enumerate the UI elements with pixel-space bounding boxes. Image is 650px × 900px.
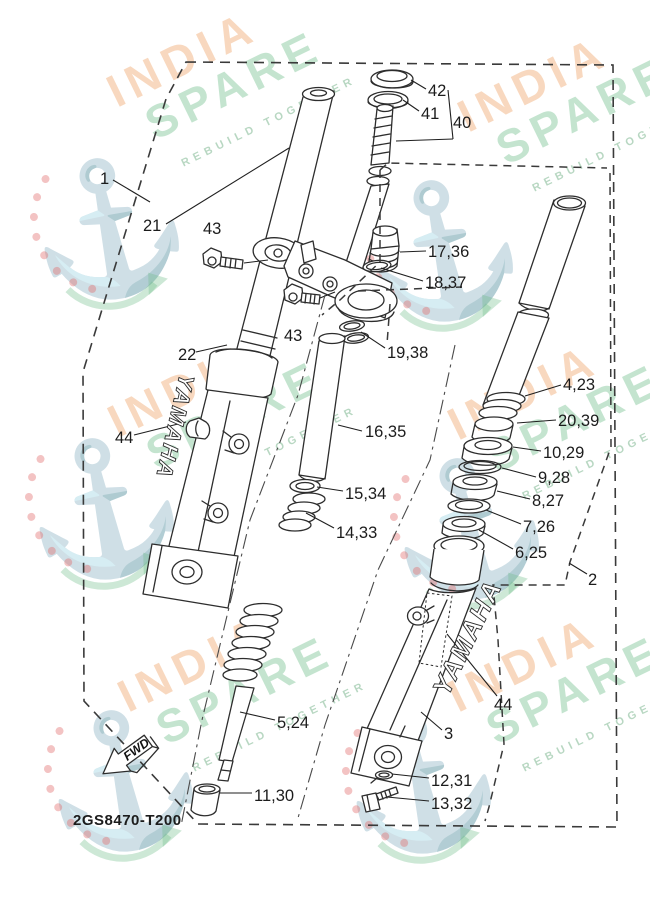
part-label: 2: [588, 571, 597, 589]
leader-line: [380, 267, 424, 282]
leader-line: [524, 384, 562, 397]
leader-line: [239, 711, 276, 721]
oil-seal: [461, 436, 513, 466]
washer-41: [367, 90, 409, 110]
drain-washer: [370, 770, 394, 784]
anchor-icon: ⚓: [14, 140, 203, 317]
part-label: 4,23: [563, 376, 595, 394]
leader-line: [195, 344, 228, 353]
part-label: 21: [143, 217, 161, 235]
leader-line: [316, 486, 344, 492]
diagram-code: 2GS8470-T200: [73, 812, 182, 829]
outer-boundary: [82, 61, 618, 828]
part-label: 9,28: [538, 469, 570, 487]
leader-line: [112, 179, 151, 203]
part-label: 5,24: [277, 714, 309, 732]
part-label: 43: [203, 220, 221, 238]
pinch-bolt-lower: [283, 283, 336, 305]
part-label: 3: [444, 725, 453, 743]
leader-line: [516, 419, 557, 424]
svg-text:⚓: ⚓: [14, 140, 203, 317]
part-label: 41: [421, 105, 439, 123]
part-label: 44: [494, 696, 512, 714]
part-label: 13,32: [431, 795, 472, 813]
part-label: 19,38: [387, 344, 428, 362]
part-label: 16,35: [365, 423, 406, 441]
leader-line: [485, 509, 522, 525]
under-bracket: [252, 237, 398, 323]
leader-line: [402, 99, 420, 112]
leader-line: [568, 562, 588, 575]
leader-line: [512, 446, 542, 452]
boundary-layer: [82, 61, 618, 828]
inner-boundary-top: [379, 162, 608, 171]
part-label: 40: [453, 114, 471, 132]
seal-clip: [458, 459, 502, 475]
right-center-axis: [297, 344, 456, 819]
part-label: 1: [100, 170, 109, 188]
inner-boundary-left: [321, 170, 381, 316]
leader-line: [391, 773, 430, 779]
damper-washer: [289, 478, 321, 494]
part-label: 15,34: [345, 485, 386, 503]
fork-line-art: [142, 69, 587, 817]
leader-line: [447, 89, 454, 140]
part-label-layer: 42 41 40 1 21 43 22 43 17,36 18,37 19,38 16,35 15,34…: [100, 79, 599, 813]
right-upper-tube: [518, 195, 587, 312]
part-label: 7,26: [523, 518, 555, 536]
fwd-arrow: FWD: [102, 734, 160, 775]
part-label: 42: [428, 82, 446, 100]
svg-text:⚓: ⚓: [28, 692, 217, 869]
emblem-clip: [185, 417, 211, 440]
leader-line: [446, 633, 498, 697]
part-label: 43: [284, 327, 302, 345]
part-label: 17,36: [428, 243, 469, 261]
oil-lock-piece: [190, 783, 221, 817]
damper-tube: [298, 332, 346, 482]
inner-boundary-stub-1: [357, 286, 463, 292]
leader-line: [399, 250, 427, 253]
leader-line: [337, 424, 363, 432]
fork-spring-and-rod: [217, 602, 283, 782]
part-label: 6,25: [515, 544, 547, 562]
part-label: 12,31: [431, 772, 472, 790]
leader-line: [133, 421, 187, 436]
inner-boundary-right: [484, 172, 612, 822]
part-label: 8,27: [532, 492, 564, 510]
leader-line: [410, 79, 427, 90]
left-center-axis: [180, 294, 326, 827]
part-label: 14,33: [336, 524, 377, 542]
part-label: 18,37: [425, 274, 466, 292]
leader-line: [496, 490, 531, 500]
part-label: 10,29: [543, 444, 584, 462]
pinch-bolt-upper: [202, 247, 269, 270]
leader-line: [360, 331, 386, 349]
leader-line: [501, 467, 537, 478]
stem-washers: [338, 320, 370, 344]
leader-line: [386, 796, 430, 802]
leader-line: [420, 711, 443, 731]
anchor-icon: ⚓: [28, 692, 217, 869]
leader-line: [305, 512, 335, 529]
rebound-spring: [278, 492, 326, 532]
seal-washer: [447, 498, 491, 514]
part-label: 20,39: [558, 412, 599, 430]
leader-line: [478, 529, 514, 550]
washer-42: [370, 69, 414, 89]
right-outer-fork-leg: [350, 535, 485, 787]
leader-line: [165, 147, 290, 225]
right-inner-tube: [478, 308, 550, 421]
drain-bolt: [361, 786, 399, 813]
part-label: 11,30: [254, 787, 294, 805]
inner-boundary-stub-2: [386, 303, 391, 345]
part-label: 22: [178, 346, 196, 364]
leader-line: [395, 138, 454, 142]
left-outer-slider: [142, 348, 279, 609]
part-label: 44: [115, 429, 133, 447]
slide-bushing: [471, 416, 514, 445]
